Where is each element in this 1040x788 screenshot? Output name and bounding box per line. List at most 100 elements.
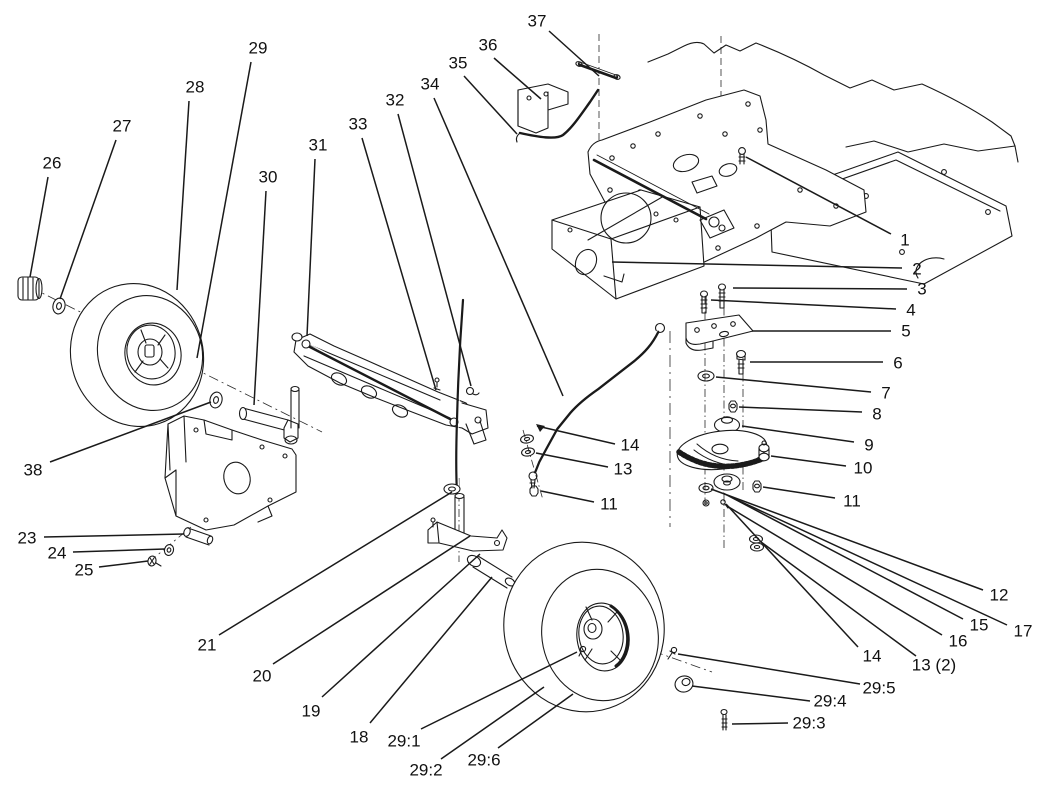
callout-17-13: 17: [1014, 622, 1033, 641]
callout-9-8: 9: [864, 436, 873, 455]
callout-38-35: 38: [24, 461, 43, 480]
leader-15-12: [722, 492, 964, 620]
tie-bracket-19: [427, 517, 508, 552]
callout-13-21: 13: [614, 460, 633, 479]
washer-13-mid: [521, 447, 535, 457]
leader-23-36: [43, 533, 185, 538]
leader-25-38: [98, 560, 149, 568]
washer-12: [698, 482, 714, 494]
leader-14-20: [536, 425, 616, 445]
callout-6-5: 6: [893, 354, 902, 373]
mounting-plate-5: [685, 314, 754, 351]
leader-1-0: [745, 156, 892, 235]
callout-29-5-17: 29:5: [862, 679, 895, 698]
callout-29-26: 29: [249, 39, 268, 58]
callout-15-12: 15: [970, 616, 989, 635]
leader-32-29: [397, 113, 472, 387]
leader-27-24: [59, 139, 117, 300]
chassis-frame: [551, 41, 1019, 300]
leader-26-23: [29, 176, 49, 278]
callout-11-10: 11: [843, 492, 861, 511]
pivot-tube-30: [238, 406, 299, 445]
leader-37-34: [548, 30, 600, 77]
callout-29-4-18: 29:4: [813, 692, 846, 711]
bearing-disc: [713, 473, 741, 491]
callout-7-6: 7: [881, 384, 890, 403]
leader-31-28: [306, 158, 316, 337]
callout-36-33: 36: [479, 36, 498, 55]
callout-5-4: 5: [901, 322, 910, 341]
washer-38: [209, 391, 223, 409]
right-front-wheel: [503, 541, 665, 713]
leader-36-33: [493, 57, 542, 100]
leader-21-39: [218, 491, 453, 636]
callout-31-28: 31: [309, 136, 328, 155]
left-front-wheel: [69, 283, 205, 427]
leader-17-13: [732, 497, 1008, 626]
callout-23-36: 23: [18, 529, 37, 548]
tie-rod-32: [301, 339, 459, 427]
leader-7-6: [715, 376, 872, 393]
screw-29-5: [667, 646, 678, 660]
callout-24-37: 24: [48, 544, 67, 563]
callout-35-32: 35: [449, 54, 468, 73]
callout-25-38: 25: [75, 561, 94, 580]
callout-19-41: 19: [302, 702, 321, 721]
callout-12-11: 12: [990, 586, 1009, 605]
leader-20-40: [272, 535, 471, 665]
washer-27: [52, 297, 66, 315]
leader-29-26: [196, 61, 252, 359]
bolt-6: [735, 349, 747, 375]
screw-29-3: [720, 708, 728, 731]
callout-13-2--15: 13 (2): [912, 656, 956, 675]
callout-26-23: 26: [43, 154, 62, 173]
callout-37-34: 37: [528, 12, 547, 31]
leader-29-2-44: [440, 686, 545, 760]
callout-28-25: 28: [186, 78, 205, 97]
callout-30-27: 30: [259, 168, 278, 187]
callout-21-39: 21: [198, 636, 217, 655]
rim-lug-bolt: [578, 645, 587, 657]
leader-28-25: [176, 100, 190, 291]
steering-column-shaft: [455, 298, 466, 496]
leader-19-41: [321, 553, 481, 698]
bolt-1: [738, 147, 746, 165]
nut-11-right: [752, 480, 762, 493]
leader-35-32: [463, 75, 518, 135]
steering-support-group: [515, 61, 621, 143]
washer-7: [697, 370, 715, 382]
screw-4: [699, 290, 709, 314]
spindle-washer-21: [443, 483, 461, 495]
callout-14-16: 14: [863, 647, 882, 666]
cap-nut-26: [17, 276, 43, 301]
leader-2-1: [611, 261, 903, 269]
callout-33-30: 33: [349, 115, 368, 134]
leader-8-7: [738, 406, 863, 413]
leader-29-4-18: [691, 685, 811, 702]
leader-33-30: [361, 137, 437, 391]
steering-shaft: [592, 154, 735, 239]
leader-11-22: [540, 490, 595, 503]
leader-13-21: [535, 452, 609, 468]
washer-24: [163, 544, 175, 556]
callout-2-1: 2: [912, 260, 921, 279]
nut-11-mid: [529, 485, 539, 497]
leader-4-3: [710, 299, 897, 310]
leader-30-27: [253, 190, 267, 406]
clip-14: [720, 499, 729, 509]
leader-18-42: [369, 576, 493, 724]
callout-29-6-45: 29:6: [467, 751, 500, 770]
bushing-29-4: [674, 675, 694, 693]
leader-29-3-19: [731, 722, 789, 725]
leader-12-11: [710, 488, 984, 591]
washer-14-mid: [520, 434, 534, 444]
leader-lines: [29, 30, 1008, 760]
callout-8-7: 8: [872, 405, 881, 424]
retainer-wire-35: [515, 87, 600, 143]
leader-29-1-43: [420, 651, 578, 730]
drag-link-group: [465, 322, 666, 497]
axle-bracket: [164, 415, 297, 531]
